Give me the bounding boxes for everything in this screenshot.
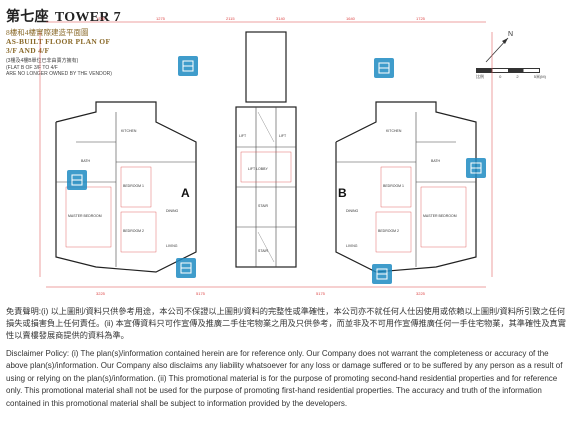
core-lift-lobby: LIFT LOBBY <box>248 167 268 171</box>
disclaimer-zh: 免責聲明:(i) 以上圖則/資料只供參考用途，本公司不保證以上圖則/資料的完整性… <box>6 307 566 340</box>
scale-graphic <box>476 68 540 73</box>
room-b-bedroom-2: BEDROOM 2 <box>378 229 399 233</box>
core-lift-2: LIFT <box>279 134 287 138</box>
core-stair-1: STAIR <box>258 204 269 208</box>
watermark-logo-icon <box>178 56 198 76</box>
note-zh: (3樓及4樓B單位已非由賣方擁有) <box>6 58 79 64</box>
room-b-dining: DINING <box>346 209 359 213</box>
floor-plan: 1725 1275 2115 3140 1640 1725 3225 5175 … <box>39 16 493 296</box>
room-a-bedroom-1: BEDROOM 1 <box>123 184 144 188</box>
watermark-logo-icon <box>374 58 394 78</box>
subtitle-zh: 8樓和4樓實際建造平面圖 <box>6 28 89 37</box>
watermark-logo-icon <box>67 170 87 190</box>
scale-label: 比例 <box>476 74 484 79</box>
title-block: 第七座 TOWER 7 8樓和4樓實際建造平面圖 AS-BUILT FLOOR P… <box>6 6 206 78</box>
subtitle-en-2: 3/F AND 4/F <box>6 46 50 55</box>
title-zh: 第七座 <box>6 10 49 25</box>
scale-left: 0 <box>499 74 502 79</box>
scale-mid: 2 <box>516 74 519 79</box>
note-en-1: (FLAT B OF 3/F TO 4/F <box>6 64 58 71</box>
dim-top-5: 1640 <box>346 16 356 21</box>
ownership-note: (3樓及4樓B單位已非由賣方擁有) (FLAT B OF 3/F TO 4/F … <box>6 58 206 78</box>
room-a-kitchen: KITCHEN <box>121 129 137 133</box>
page-title: 第七座 TOWER 7 <box>6 6 206 26</box>
north-arrow-icon: N <box>478 28 518 68</box>
room-b-bath: BATH <box>431 159 441 163</box>
room-a-master-bedroom: MASTER BEDROOM <box>68 214 102 218</box>
dim-bottom-2: 5175 <box>196 291 206 296</box>
dim-top-2: 1275 <box>156 16 166 21</box>
room-b-living: LIVING <box>346 244 358 248</box>
watermark-logo-icon <box>176 258 196 278</box>
flat-b-label: B <box>338 186 347 200</box>
scale-right: 5米(M) <box>533 74 546 79</box>
note-en-2: ARE NO LONGER OWNED BY THE VENDOR) <box>6 71 112 77</box>
room-b-bedroom-1: BEDROOM 1 <box>383 184 404 188</box>
room-b-master-bedroom: MASTER BEDROOM <box>423 214 457 218</box>
dim-top-1: 1725 <box>96 16 106 21</box>
subtitle-en-1: AS-BUILT FLOOR PLAN OF <box>6 37 111 46</box>
room-b-kitchen: KITCHEN <box>386 129 402 133</box>
dim-top-6: 1725 <box>416 16 426 21</box>
room-a-dining: DINING <box>166 209 179 213</box>
watermark-logo-icon <box>466 158 486 178</box>
core-lift-1: LIFT <box>239 134 247 138</box>
core-stair-2: STAIR <box>258 249 269 253</box>
room-a-bath: BATH <box>81 159 91 163</box>
dim-top-4: 3140 <box>276 16 286 21</box>
flat-a-label: A <box>181 186 190 200</box>
subtitle: 8樓和4樓實際建造平面圖 AS-BUILT FLOOR PLAN OF 3/F … <box>6 28 206 55</box>
compass-letter: N <box>508 31 513 38</box>
dim-bottom-3: 5175 <box>316 291 326 296</box>
dim-bottom-4: 3225 <box>416 291 426 296</box>
scale-bar: 比例 0 2 5米(M) <box>476 68 546 80</box>
dim-top-3: 2115 <box>226 16 235 21</box>
room-a-living: LIVING <box>166 244 178 248</box>
watermark-logo-icon <box>372 264 392 284</box>
title-en: TOWER 7 <box>54 10 121 25</box>
room-a-bedroom-2: BEDROOM 2 <box>123 229 144 233</box>
disclaimer: 免責聲明:(i) 以上圖則/資料只供參考用途，本公司不保證以上圖則/資料的完整性… <box>6 306 566 410</box>
dim-bottom-1: 3225 <box>96 291 106 296</box>
disclaimer-en: Disclaimer Policy: (i) The plan(s)/infor… <box>6 349 563 408</box>
